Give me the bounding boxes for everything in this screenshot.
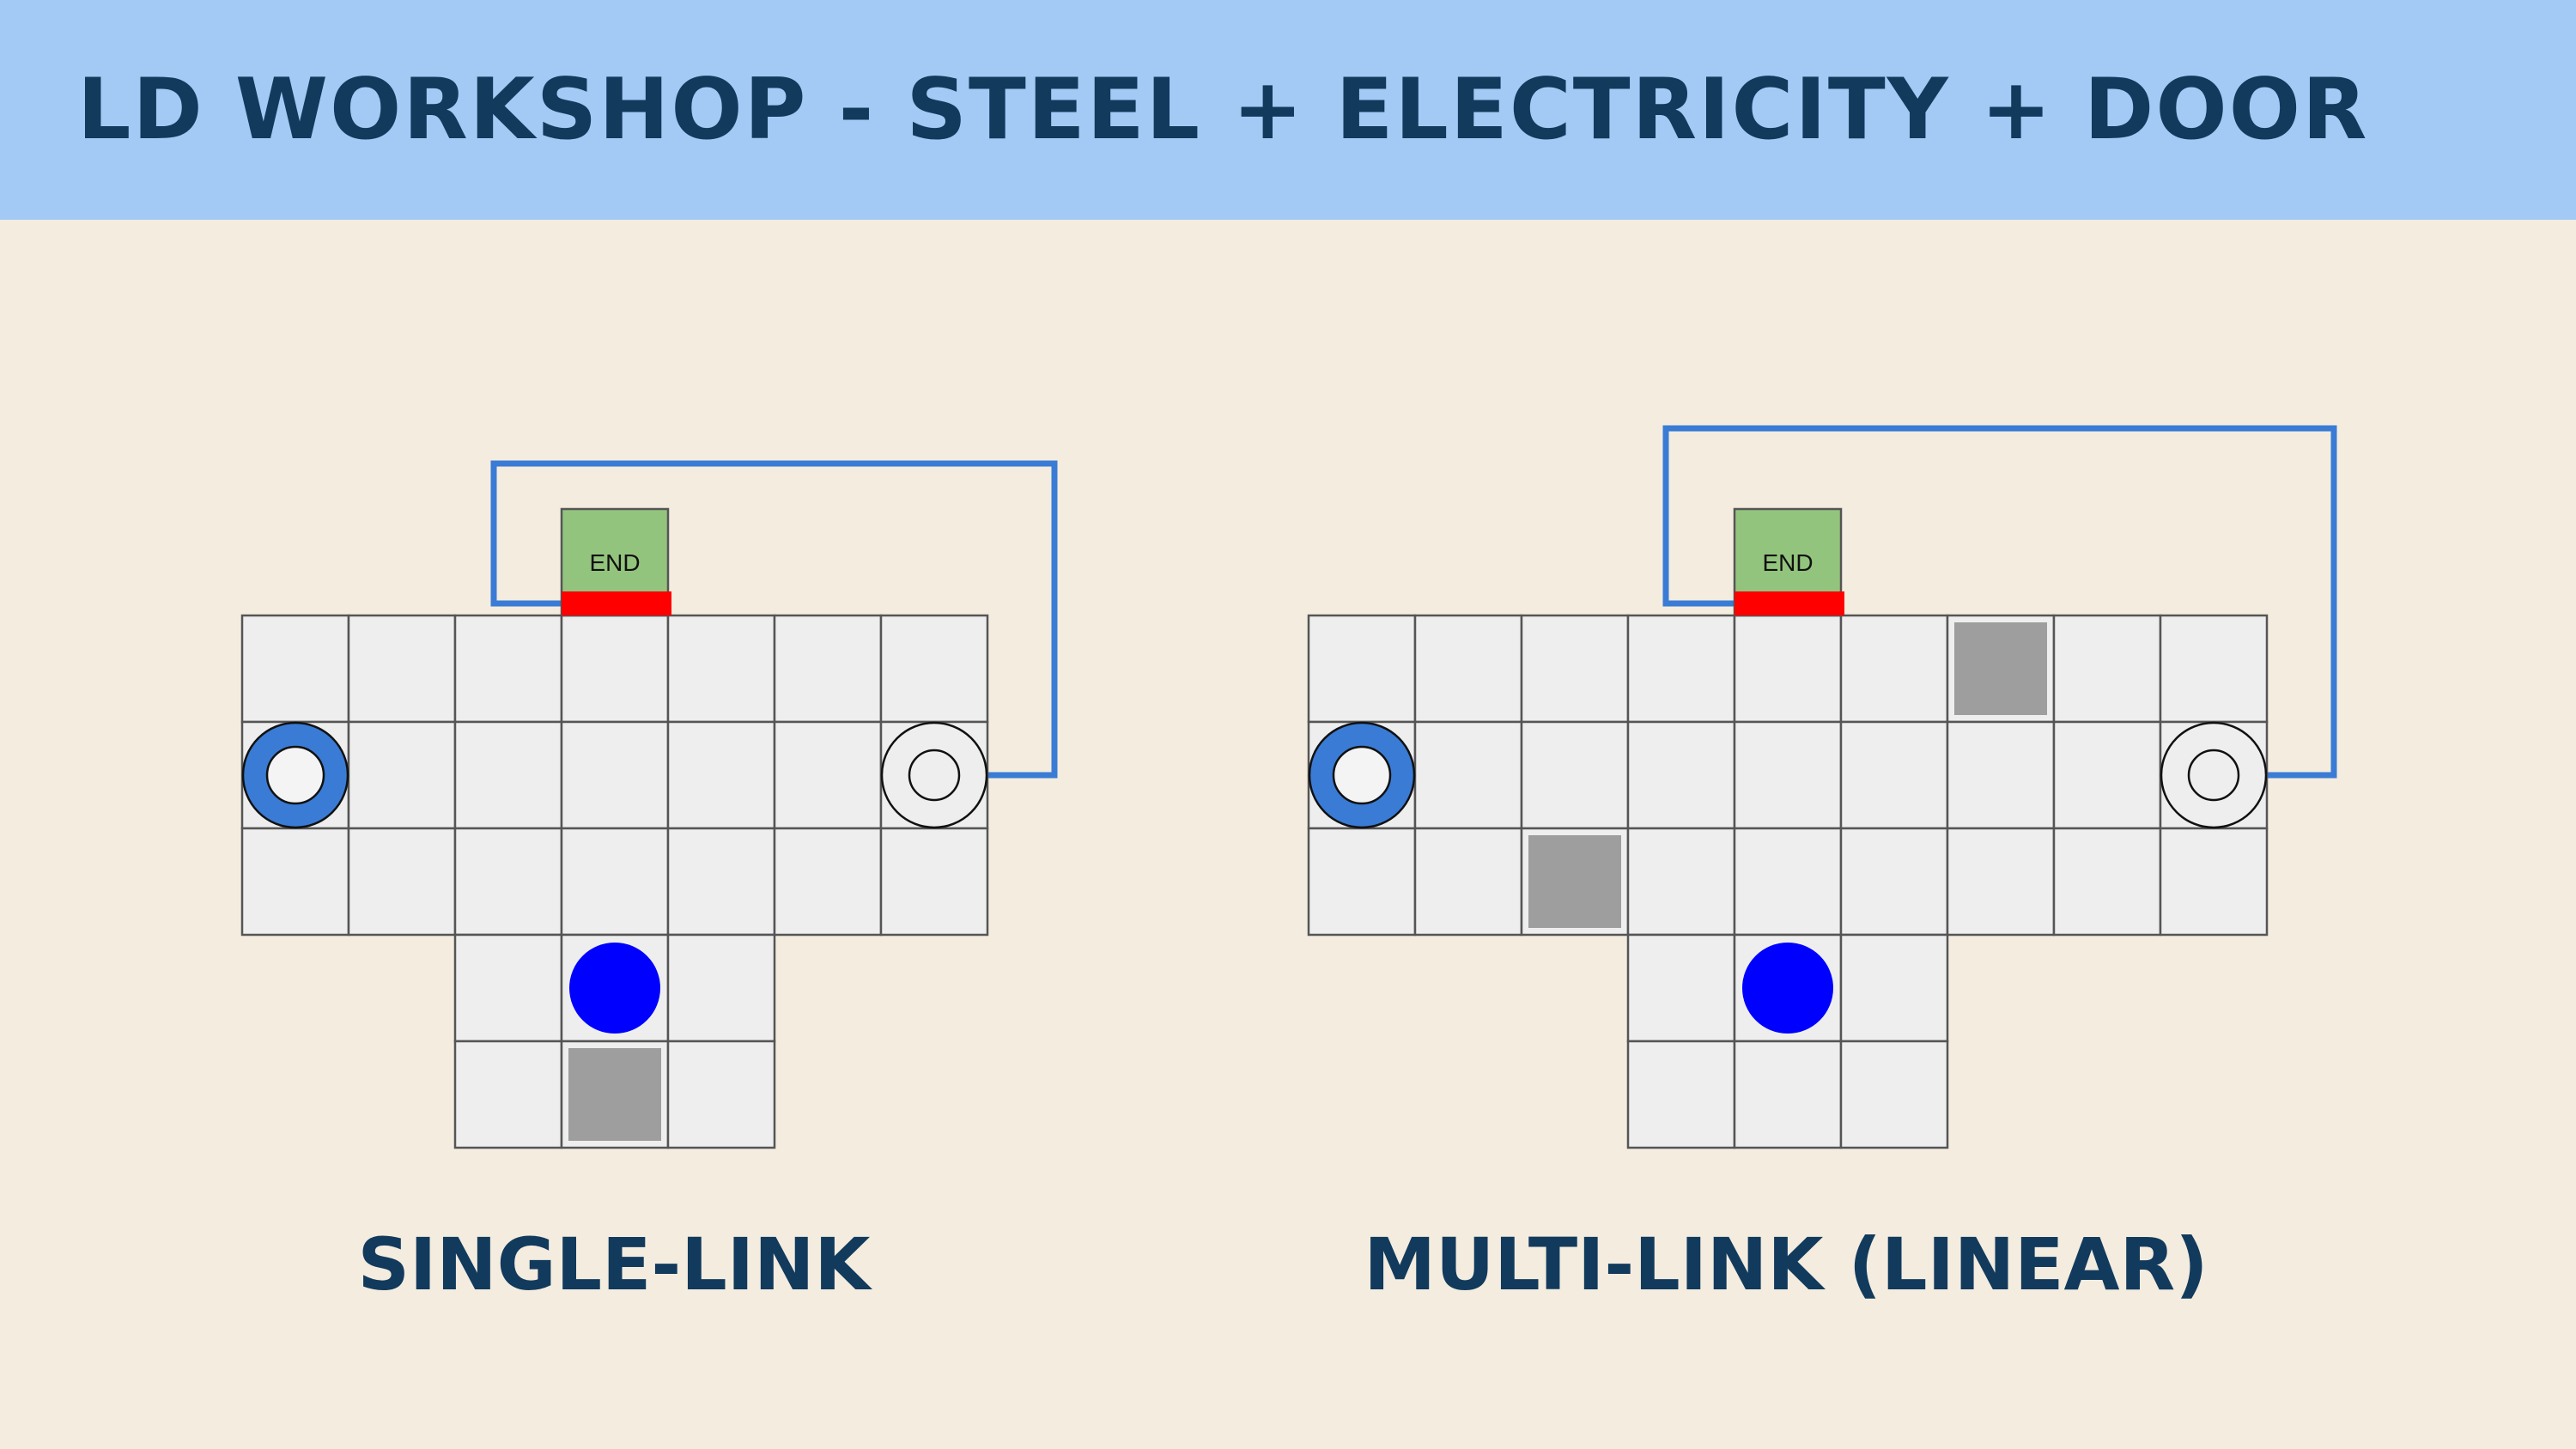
player-ball (1742, 943, 1833, 1034)
end-label: END (1762, 549, 1813, 576)
end-label: END (589, 549, 640, 576)
floor-tile (347, 827, 457, 937)
floor-tile (773, 827, 883, 937)
floor-tile (1946, 720, 2056, 830)
floor-tile (2159, 827, 2269, 937)
floor-tile (1626, 1040, 1736, 1149)
floor-tile (1733, 827, 1843, 937)
floor-tile (1733, 614, 1843, 724)
floor-tile (1626, 720, 1736, 830)
puzzle-single-link: END (240, 460, 1058, 1149)
floor-tile (2052, 614, 2162, 724)
ring-center (1332, 745, 1392, 805)
ring-center (265, 745, 325, 805)
floor-tile (347, 720, 457, 830)
floor-tile (666, 827, 776, 937)
floor-tile (773, 614, 883, 724)
floor-tile (1626, 614, 1736, 724)
floor-tile (240, 614, 350, 724)
unpowered-ring (2160, 721, 2268, 829)
floor-tile (666, 720, 776, 830)
floor-tile (773, 720, 883, 830)
electric-wire (1662, 425, 2337, 779)
door (562, 591, 671, 615)
floor-tile (2052, 827, 2162, 937)
steel-block (1954, 622, 2047, 715)
door (1735, 591, 1844, 615)
floor-tile (1626, 827, 1736, 937)
player-ball (569, 943, 660, 1034)
header-banner: LD WORKSHOP - STEEL + ELECTRICITY + DOOR (0, 0, 2576, 220)
steel-block (568, 1048, 661, 1141)
floor-tile (453, 827, 563, 937)
floor-tile (1520, 720, 1630, 830)
floor-tile (1733, 720, 1843, 830)
floor-tile (1839, 614, 1949, 724)
steel-block (1528, 835, 1621, 928)
floor-tile (1839, 1040, 1949, 1149)
floor-tile (1733, 1040, 1843, 1149)
floor-tile (1413, 614, 1523, 724)
floor-tile (453, 720, 563, 830)
puzzle-multi-link-linear: END (1307, 425, 2337, 1149)
floor-tile (1307, 614, 1417, 724)
floor-tile (666, 933, 776, 1043)
floor-tile (1520, 614, 1630, 724)
floor-tile (1413, 827, 1523, 937)
floor-tile (240, 827, 350, 937)
floor-tile (1946, 827, 2056, 937)
floor-tile (1626, 933, 1736, 1043)
floor-tile (1839, 933, 1949, 1043)
floor-tile (560, 614, 670, 724)
floor-tile (560, 720, 670, 830)
floor-tile (453, 933, 563, 1043)
floor-tile (666, 1040, 776, 1149)
floor-tile (1839, 720, 1949, 830)
floor-tile (1413, 720, 1523, 830)
floor-tile (560, 827, 670, 937)
floor-tile (879, 827, 989, 937)
floor-tile (347, 614, 457, 724)
floor-tile (453, 1040, 563, 1149)
ring-center (2187, 749, 2240, 802)
page-title: LD WORKSHOP - STEEL + ELECTRICITY + DOOR (77, 61, 2369, 159)
ring-center (908, 749, 961, 802)
unpowered-ring (880, 721, 988, 829)
floor-tile (2159, 614, 2269, 724)
floor-tile (453, 614, 563, 724)
floor-tile (1307, 827, 1417, 937)
caption-single-link: SINGLE-LINK (357, 1222, 871, 1307)
floor-tile (2052, 720, 2162, 830)
electric-wire (490, 460, 1058, 779)
floor-tile (1839, 827, 1949, 937)
floor-tile (879, 614, 989, 724)
caption-multi-link: MULTI-LINK (LINEAR) (1364, 1222, 2208, 1307)
floor-tile (666, 614, 776, 724)
